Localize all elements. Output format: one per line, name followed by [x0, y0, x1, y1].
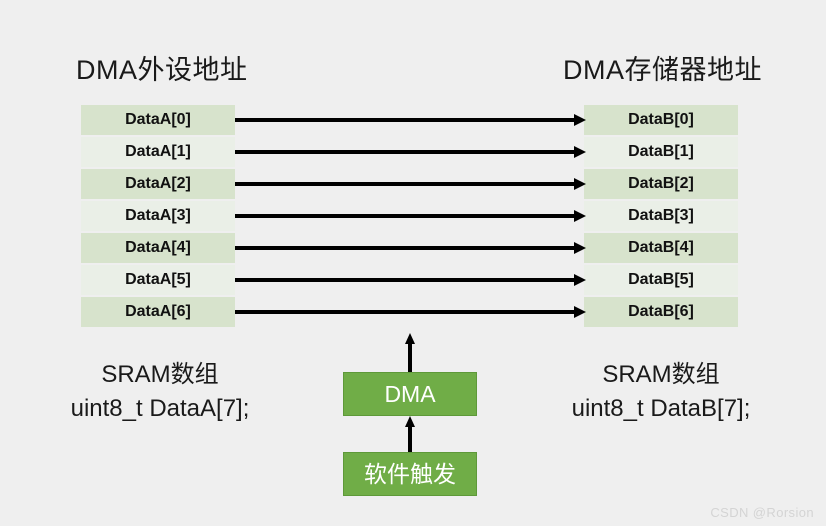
transfer-arrow-icon [235, 210, 586, 222]
table-row: DataA[3] [81, 201, 235, 231]
arrow-shaft [235, 214, 576, 218]
arrow-shaft [408, 341, 412, 373]
arrow-head [574, 242, 586, 254]
right-column-title: DMA存储器地址 [563, 55, 762, 85]
arrow-shaft [235, 182, 576, 186]
transfer-arrow-icon [235, 178, 586, 190]
table-row: DataB[6] [584, 297, 738, 327]
right-caption-line1: SRAM数组 [602, 361, 720, 388]
arrow-shaft [235, 246, 576, 250]
table-row: DataA[5] [81, 265, 235, 295]
left-column-title: DMA外设地址 [76, 55, 248, 85]
table-row: DataA[2] [81, 169, 235, 199]
dma-block: DMA [343, 372, 477, 416]
table-row: DataA[1] [81, 137, 235, 167]
table-row: DataB[1] [584, 137, 738, 167]
arrow-head [574, 178, 586, 190]
sram-memory-table: DataB[0] DataB[1] DataB[2] DataB[3] Data… [584, 105, 738, 329]
arrow-shaft [235, 150, 576, 154]
arrow-shaft [235, 118, 576, 122]
arrow-head [574, 306, 586, 318]
arrow-head [574, 274, 586, 286]
arrow-head [405, 416, 415, 427]
table-row: DataB[4] [584, 233, 738, 263]
arrow-head [574, 114, 586, 126]
table-row: DataB[2] [584, 169, 738, 199]
table-row: DataB[3] [584, 201, 738, 231]
arrow-head [405, 333, 415, 344]
arrow-shaft [235, 278, 576, 282]
dma-output-arrow-icon [405, 333, 415, 373]
left-caption-line2: uint8_t DataA[7]; [70, 395, 250, 422]
right-caption-line2: uint8_t DataB[7]; [571, 395, 751, 422]
transfer-arrow-icon [235, 242, 586, 254]
left-caption-line1: SRAM数组 [101, 361, 219, 388]
arrow-shaft [235, 310, 576, 314]
arrow-shaft [408, 424, 412, 453]
table-row: DataB[5] [584, 265, 738, 295]
transfer-arrow-icon [235, 114, 586, 126]
watermark: CSDN @Rorsion [710, 505, 814, 520]
table-row: DataB[0] [584, 105, 738, 135]
right-caption: SRAM数组 uint8_t DataB[7]; [540, 358, 782, 426]
transfer-arrow-icon [235, 306, 586, 318]
table-row: DataA[6] [81, 297, 235, 327]
left-caption: SRAM数组 uint8_t DataA[7]; [40, 358, 280, 426]
transfer-arrow-icon [235, 274, 586, 286]
arrow-head [574, 146, 586, 158]
transfer-arrow-icon [235, 146, 586, 158]
peripheral-memory-table: DataA[0] DataA[1] DataA[2] DataA[3] Data… [81, 105, 235, 329]
software-trigger-block: 软件触发 [343, 452, 477, 496]
trigger-arrow-icon [405, 416, 415, 453]
table-row: DataA[4] [81, 233, 235, 263]
arrow-head [574, 210, 586, 222]
table-row: DataA[0] [81, 105, 235, 135]
